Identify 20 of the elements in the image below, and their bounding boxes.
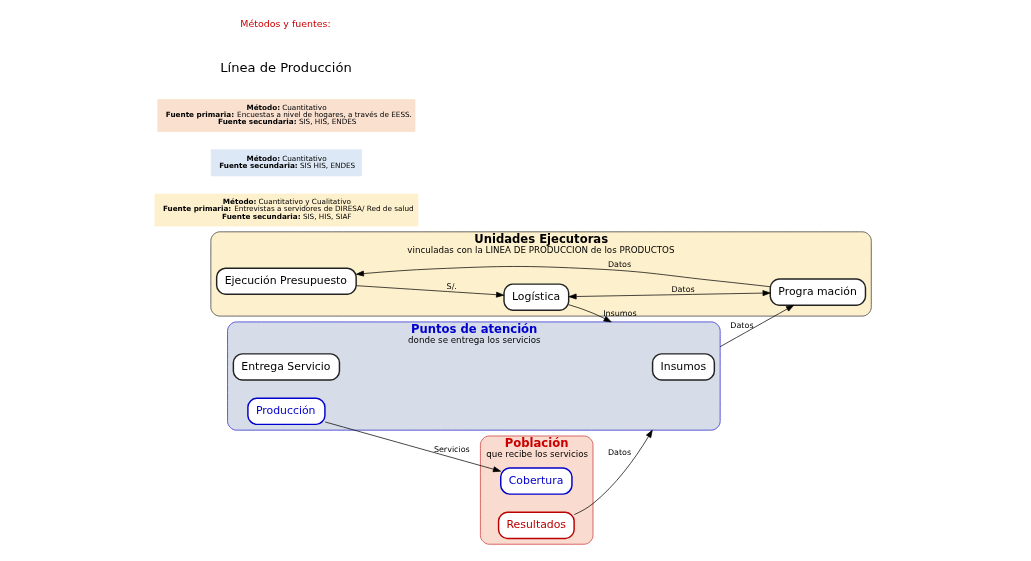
node-box: Insumos (651, 353, 715, 381)
label: Línea de Producción (219, 59, 352, 75)
node-box: Método: Cuantitativo Fuente secundaria: SIS HIS, ENDES (210, 149, 362, 177)
arrow (355, 266, 770, 288)
node-box: Producción (246, 397, 326, 426)
node-box: Progra mación (769, 278, 866, 306)
arrow (573, 429, 653, 515)
arrow (719, 304, 794, 348)
label: Métodos y fuentes: (239, 17, 331, 29)
node-box: Método: Cuantitativo y Cualitativo Fuente primaria: Entrevistas a servidores de DIRESA/ Red de salud Fuente secundaria: SIS, HIS, SIAF (154, 193, 418, 227)
node-box: Cobertura (499, 467, 573, 495)
arrow (568, 290, 771, 300)
node-box: Ejecución Presupuesto (215, 267, 357, 296)
arrow (355, 285, 504, 298)
node-box: Entrega Servicio (232, 353, 340, 381)
node-box: Resultados (497, 511, 575, 540)
arrow (324, 421, 501, 473)
arrow (568, 304, 612, 323)
node-box: Logística (502, 283, 569, 311)
node-box: Método: Cuantitativo Fuente primaria: Encuestas a nivel de hogares, a través de EESS. Fuente secundaria: SIS, HIS, ENDES (156, 99, 415, 132)
